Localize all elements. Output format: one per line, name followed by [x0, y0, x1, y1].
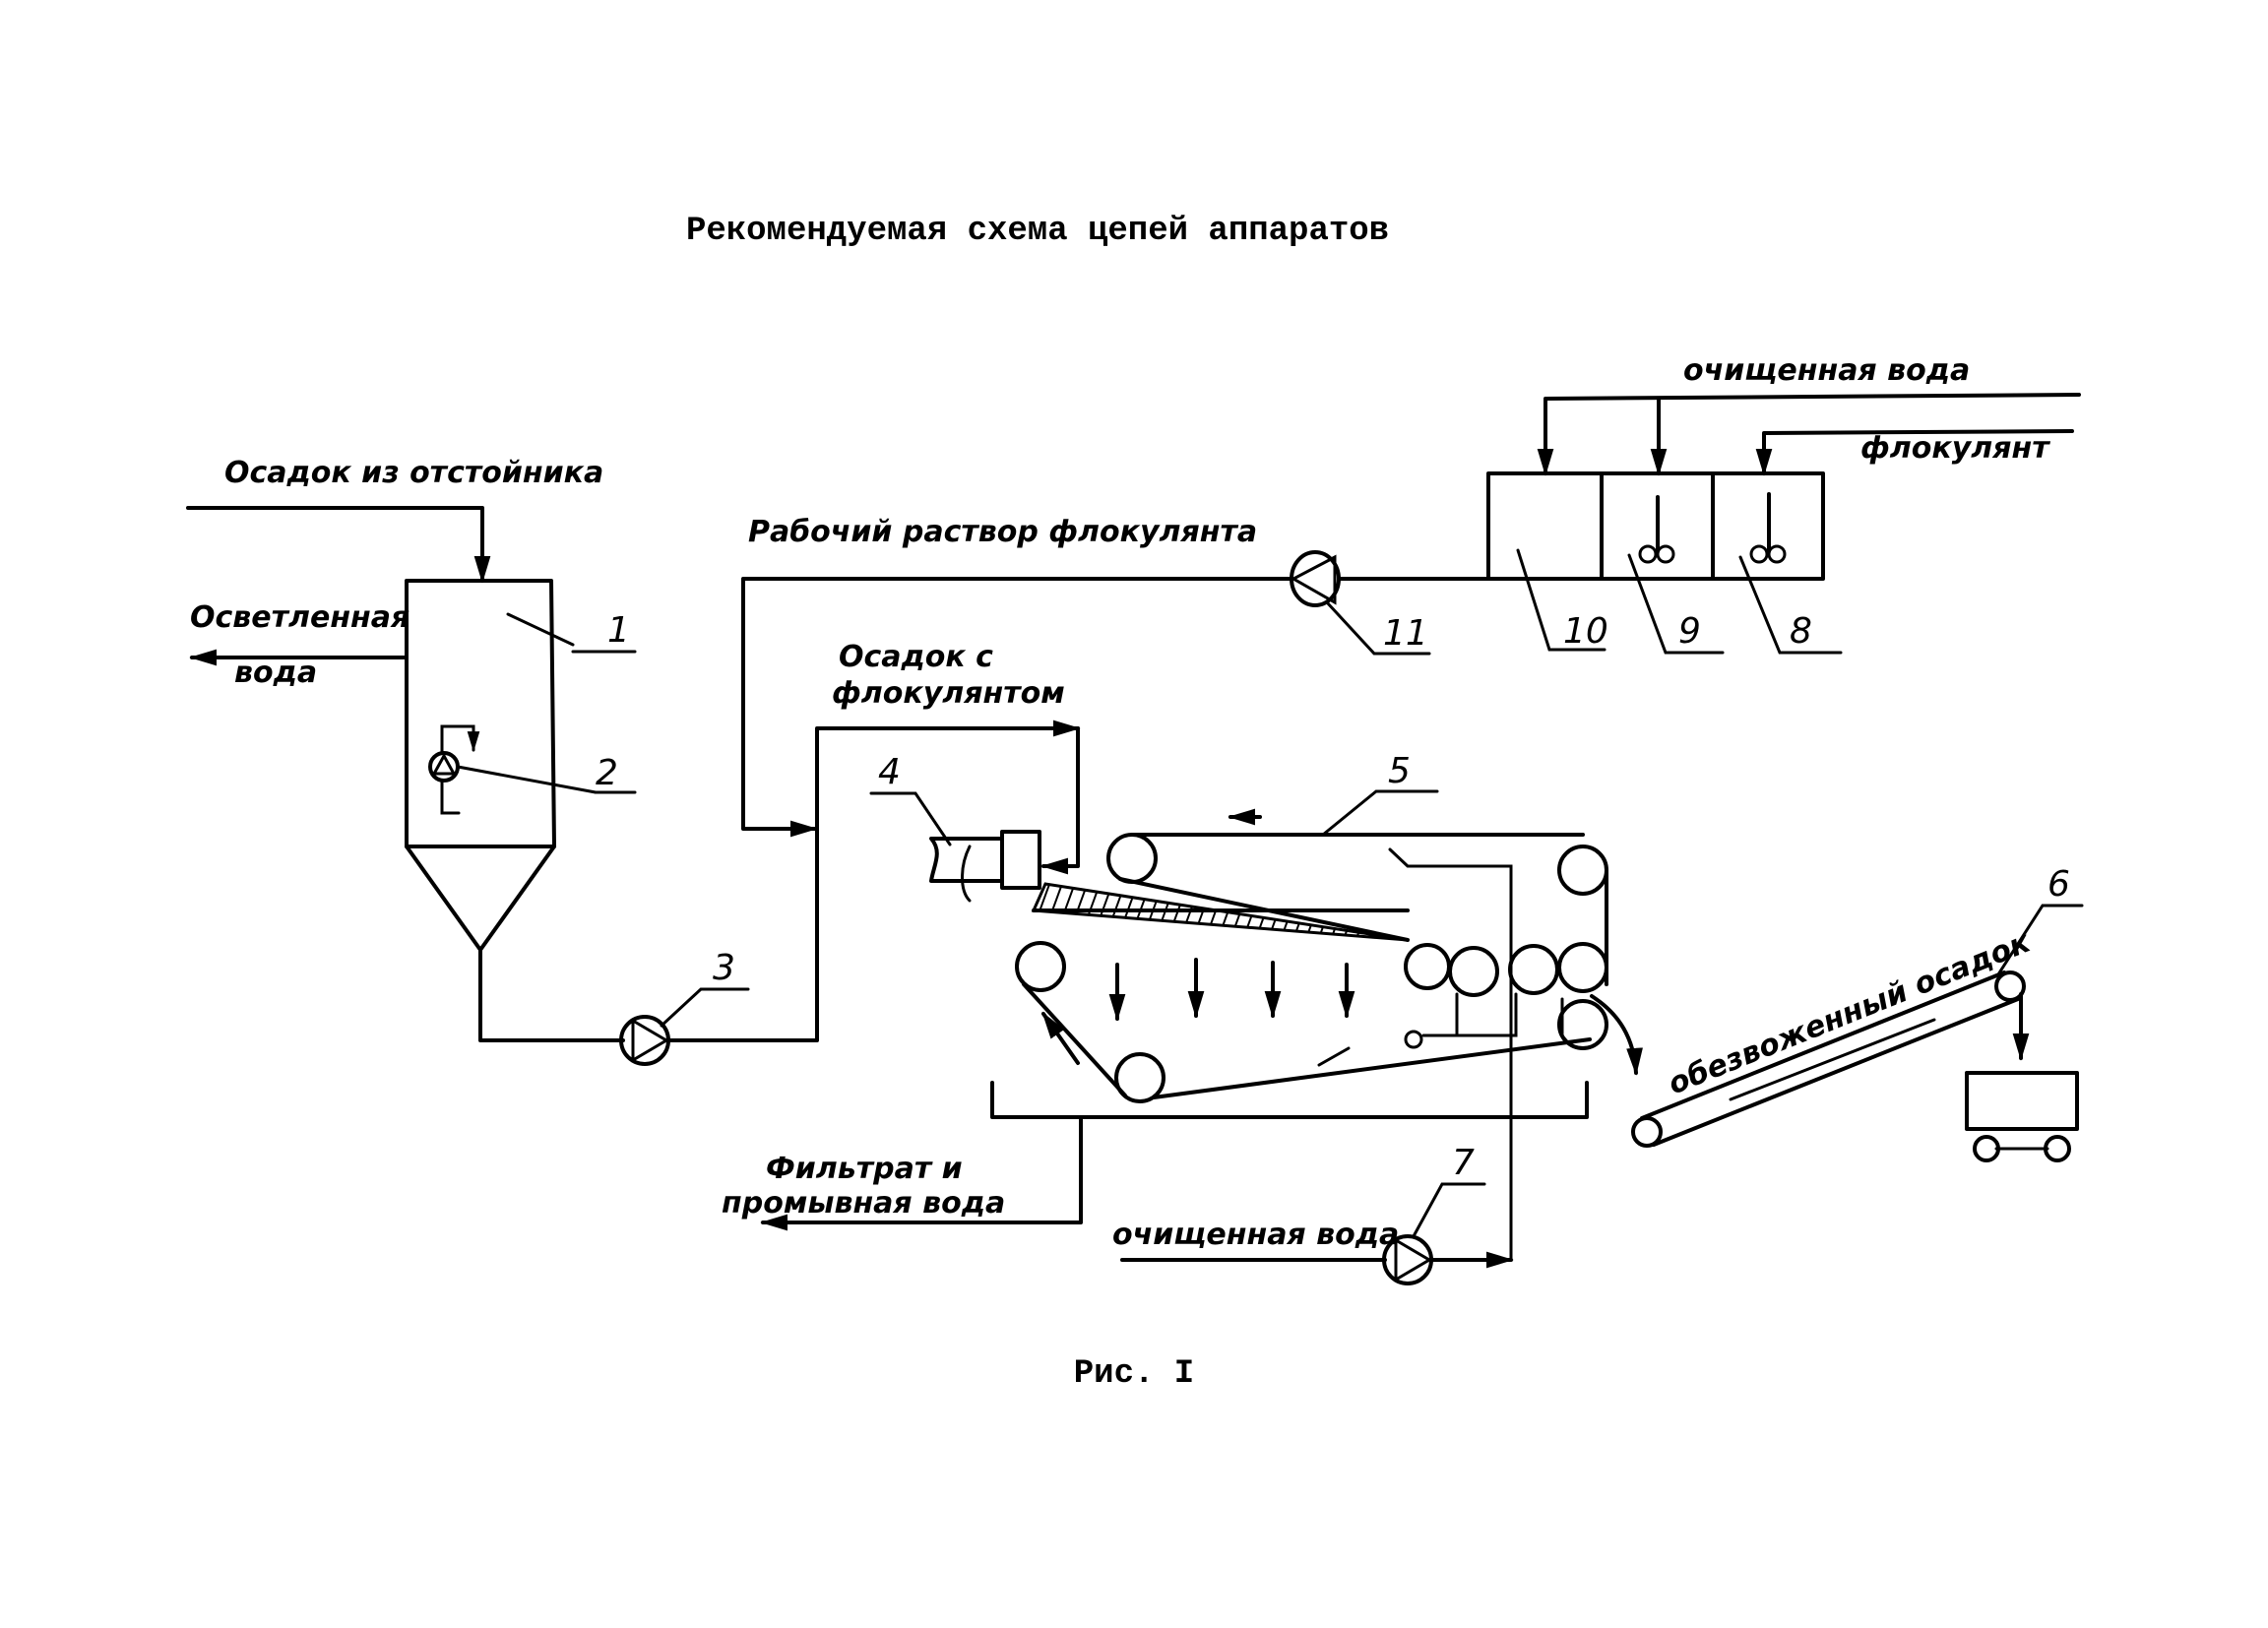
- number-8: 8: [1790, 611, 1812, 652]
- mixer-body: [929, 837, 1004, 883]
- roller: [1114, 1052, 1166, 1103]
- leader-line-6: [1996, 904, 2084, 976]
- number-6: 6: [2048, 864, 2070, 905]
- settler-cone: [405, 845, 556, 952]
- sludge-inlet-line: [186, 506, 491, 584]
- wash-nozzle-icon: [1404, 1030, 1423, 1049]
- settler-body: [405, 579, 556, 848]
- roller: [1557, 845, 1608, 896]
- number-5: 5: [1388, 751, 1411, 791]
- leader-line-10: [1516, 548, 1606, 652]
- label-filtrate: Фильтрат и: [766, 1152, 963, 1186]
- press-roller: [1404, 943, 1451, 990]
- label-flocculant: флокулянт: [1860, 431, 2050, 466]
- press-roller: [1508, 944, 1559, 995]
- press-roller: [1448, 946, 1499, 997]
- number-4: 4: [878, 752, 901, 792]
- number-11: 11: [1383, 613, 1428, 654]
- press-roller: [1557, 999, 1608, 1050]
- leader-line-5: [1321, 789, 1439, 837]
- belt-direction-arrow: [1041, 1011, 1080, 1065]
- leader-line-2: [456, 765, 598, 794]
- purified-water-feed: [1537, 393, 2081, 476]
- leader-line-7: [1412, 1182, 1486, 1238]
- label-sludge-from-settler: Осадок из отстойника: [224, 456, 603, 490]
- number-3: 3: [713, 948, 735, 988]
- leader-line-8: [1738, 555, 1843, 655]
- wheel-icon: [2044, 1135, 2071, 1162]
- number-9: 9: [1678, 611, 1701, 652]
- label-purified-water-bottom: очищенная вода: [1112, 1218, 1399, 1252]
- conveyor-roller: [1994, 971, 2026, 1002]
- belt-filter-press: [990, 789, 1643, 1262]
- filtrate-tray: [990, 1081, 1589, 1119]
- wheel-icon: [1973, 1135, 2000, 1162]
- leader-line-3: [660, 987, 750, 1028]
- figure-caption: Рис. I: [1074, 1355, 1194, 1393]
- wash-water-line: [1388, 847, 1513, 1262]
- discharge-arrow: [1590, 994, 1643, 1076]
- lower-belt-bottom: [1152, 1037, 1592, 1099]
- label-working-solution: Рабочий раствор флокулянта: [748, 515, 1257, 549]
- sludge-conveyor: [1631, 904, 2084, 1162]
- number-1: 1: [607, 610, 630, 651]
- label-sludge-flocculant: Осадок с: [839, 640, 993, 674]
- number-7: 7: [1452, 1143, 1475, 1183]
- label-filtrate-2: промывная вода: [722, 1186, 1005, 1221]
- flocculant-solution-line: [741, 577, 1292, 838]
- roller: [1015, 941, 1066, 992]
- stirrer-icon: [1749, 492, 1787, 564]
- roller: [1106, 833, 1158, 884]
- wash-pump: [1382, 1182, 1486, 1285]
- label-clarified-water: Осветленная: [190, 600, 410, 635]
- sludge-outlet-line: [478, 948, 625, 1042]
- label-sludge-flocculant-2: флокулянтом: [832, 676, 1065, 711]
- label-clarified-water-2: вода: [234, 656, 317, 690]
- diagram-title: Рекомендуемая схема цепей аппаратов: [686, 213, 1389, 250]
- flocculant-feed: [1755, 429, 2074, 476]
- mixer: [869, 791, 1041, 903]
- number-10: 10: [1563, 611, 1608, 652]
- sludge-to-mixer-line: [666, 720, 1081, 1042]
- label-purified-water-top: очищенная вода: [1683, 353, 1970, 388]
- leader-line-9: [1627, 553, 1725, 655]
- leader-line-4: [869, 791, 952, 846]
- truck-icon: [1965, 1071, 2079, 1131]
- leader-line-1: [506, 612, 575, 647]
- filtrate-outlet-line: [760, 1115, 1083, 1231]
- press-roller: [1557, 942, 1608, 993]
- number-2: 2: [596, 753, 618, 793]
- sludge-pump: [619, 987, 750, 1066]
- leader-line-11: [1325, 600, 1431, 656]
- settler-tank: [186, 506, 637, 952]
- reagent-tanks: [1486, 393, 2081, 655]
- stirrer-icon: [1638, 495, 1675, 564]
